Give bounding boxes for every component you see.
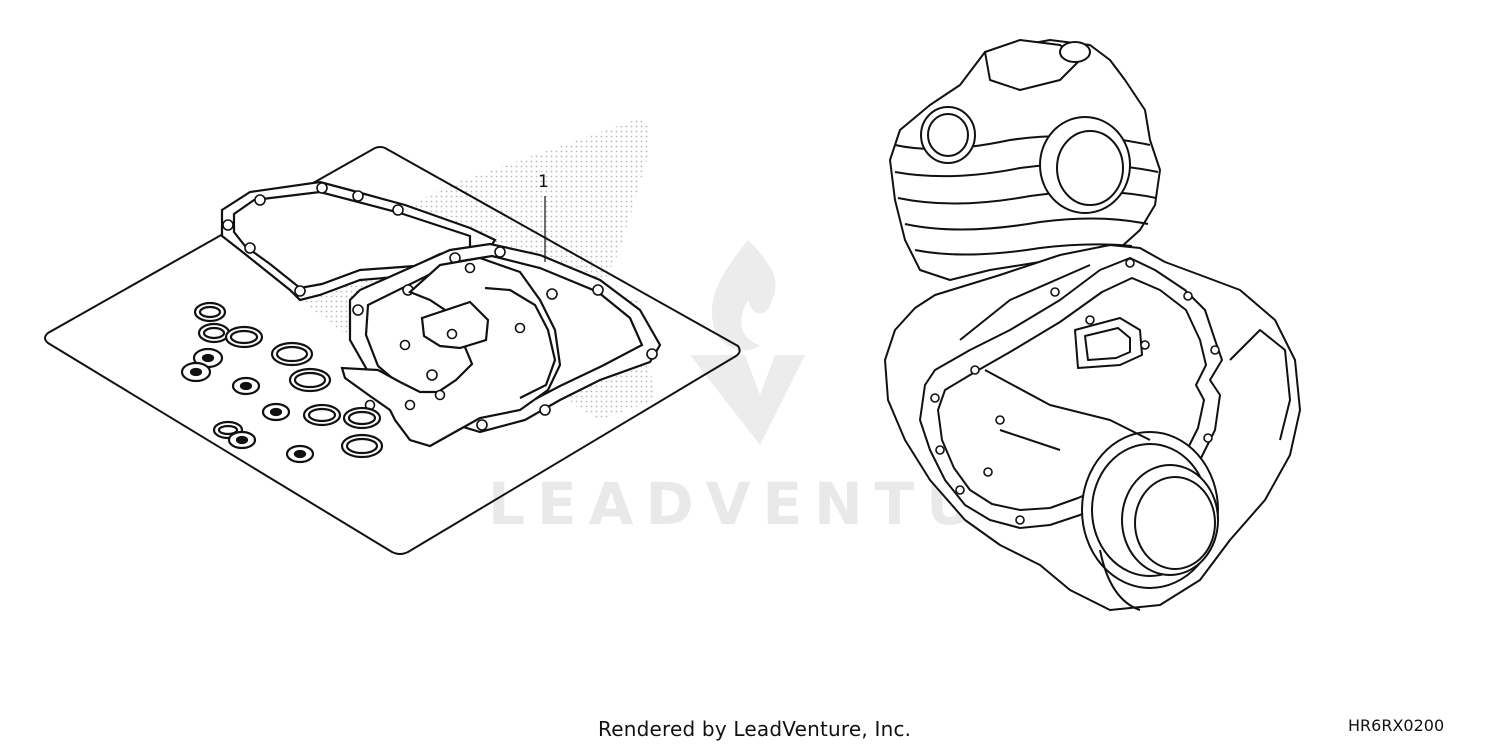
callout-1: 1 <box>538 172 549 192</box>
engine-bolt-holes <box>930 258 1220 525</box>
watermark-logo <box>690 240 805 445</box>
gasket-sheet <box>44 146 741 555</box>
gasket-upper-bolt-holes <box>222 182 404 297</box>
engine-illustration <box>884 39 1301 611</box>
rendered-by-text: Rendered by LeadVenture, Inc. <box>598 717 912 741</box>
diagram-code: HR6RX0200 <box>1348 716 1445 735</box>
gasket-inner-bolt-holes <box>364 262 526 411</box>
oil-seals <box>180 347 315 464</box>
gasket-inner-cover <box>340 256 562 448</box>
o-rings <box>193 301 384 459</box>
